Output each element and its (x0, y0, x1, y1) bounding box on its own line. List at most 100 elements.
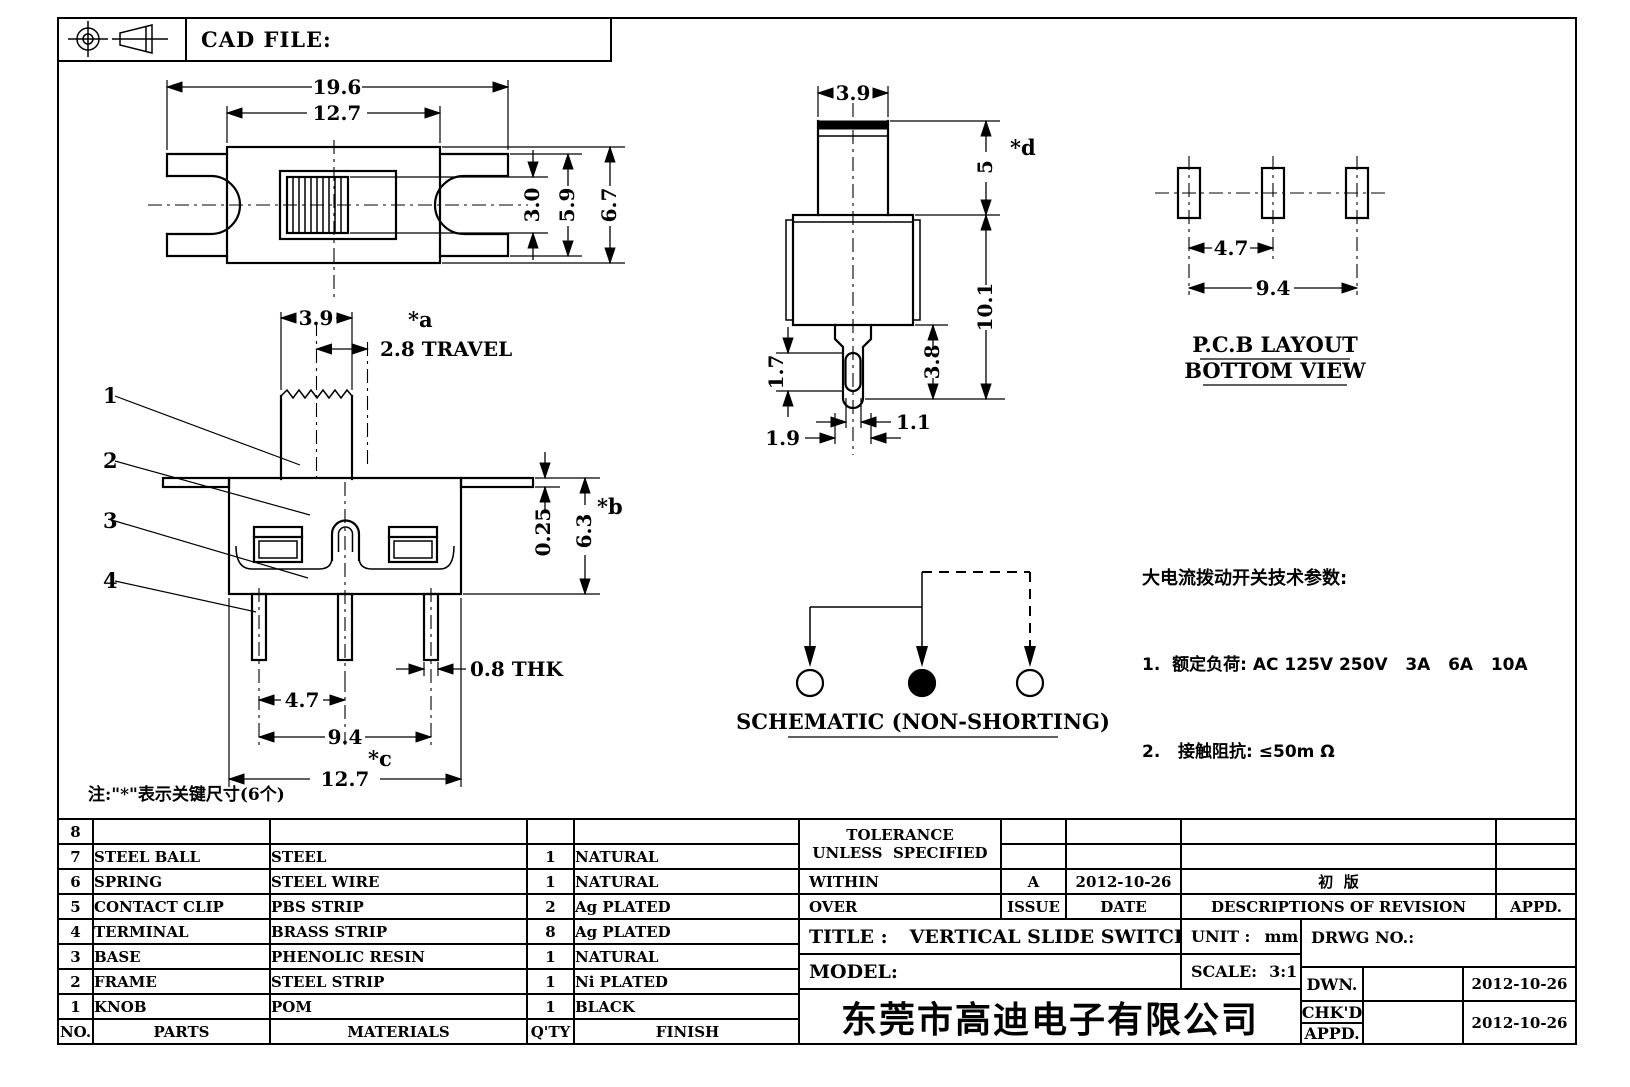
scale-cell: SCALE: 3:1 (1180, 953, 1302, 990)
dim-side-hole-height: 1.7 (764, 355, 788, 390)
table-row: 7 STEEL BALL STEEL 1 NATURAL (57, 843, 802, 870)
spec-item-2: 2. 接触阻抗: ≤50m Ω (1142, 742, 1335, 762)
schematic-title: SCHEMATIC (NON-SHORTING) (736, 709, 1110, 734)
revision-issue-empty-2 (1000, 843, 1067, 870)
third-angle-projection-icon (68, 21, 168, 57)
schematic-view: SCHEMATIC (NON-SHORTING) (736, 571, 1110, 738)
dim-top-total-width: 19.6 (313, 75, 362, 99)
dim-top-inner-width: 12.7 (313, 101, 362, 125)
revision-appd-empty-1 (1495, 818, 1577, 845)
chkd-date-cell: 2012-10-26 (1462, 1000, 1577, 1045)
table-header-row: NO. PARTS MATERIALS Q'TY FINISH (57, 1018, 802, 1045)
dwn-name-cell (1362, 966, 1464, 1002)
revision-description-value: 初 版 (1180, 868, 1497, 895)
dim-side-terminal-height: 3.8 (920, 345, 944, 380)
parts-table: 8 7 STEEL BALL STEEL 1 NATURAL 6 SPRING … (57, 818, 802, 1045)
cad-file-box: CAD FILE: (185, 17, 612, 62)
part-finish: NATURAL (573, 943, 802, 970)
key-dimension-note: 注:"*"表示关键尺寸(6个) (88, 785, 285, 805)
part-material: BRASS STRIP (269, 918, 528, 945)
dim-top-body-height: 6.7 (597, 188, 621, 223)
scale-label: SCALE: (1191, 962, 1258, 981)
key-dim-b: *b (597, 494, 623, 519)
front-view: 3.9 2.8 TRAVEL *a (103, 306, 623, 791)
part-finish: BLACK (573, 993, 802, 1020)
part-finish: Ag PLATED (573, 918, 802, 945)
dim-top-knob-height: 3.0 (520, 188, 544, 223)
part-material: STEEL STRIP (269, 968, 528, 995)
model-label: MODEL: (809, 960, 898, 983)
date-header: DATE (1065, 893, 1182, 920)
part-material (269, 818, 528, 845)
revision-desc-empty-2 (1180, 843, 1497, 870)
part-no: 3 (57, 943, 94, 970)
part-callout-1: 1 (103, 383, 118, 408)
revision-date-empty-2 (1065, 843, 1182, 870)
dwn-date-cell: 2012-10-26 (1462, 966, 1577, 1002)
chkd-cell: CHK'D (1300, 1000, 1364, 1024)
dwn-cell: DWN. (1300, 966, 1364, 1002)
dim-front-terminal-thk: 0.8 THK (470, 657, 564, 681)
dim-side-total-height: 10.1 (973, 283, 997, 332)
revision-date-value: 2012-10-26 (1065, 868, 1182, 895)
key-dim-a: *a (408, 307, 433, 332)
dim-front-flange: 0.25 (531, 508, 555, 557)
dim-pcb-pitch: 4.7 (1214, 236, 1249, 260)
dim-side-knob-height: 5 (973, 160, 997, 174)
table-row: 2 FRAME STEEL STRIP 1 Ni PLATED (57, 968, 802, 995)
part-callout-3: 3 (103, 508, 118, 533)
revision-issue-value: A (1000, 868, 1067, 895)
dim-front-travel: 2.8 TRAVEL (380, 337, 512, 361)
table-row: 5 CONTACT CLIP PBS STRIP 2 Ag PLATED (57, 893, 802, 920)
appd-column-header: APPD. (1495, 893, 1577, 920)
dim-front-span: 9.4 (328, 725, 363, 749)
part-finish (573, 818, 802, 845)
dim-side-terminal-width: 1.9 (765, 426, 800, 450)
model-cell: MODEL: (798, 953, 1182, 990)
dim-front-pitch: 4.7 (285, 688, 320, 712)
title-label: TITLE : (809, 925, 888, 948)
part-material: STEEL WIRE (269, 868, 528, 895)
part-finish: Ag PLATED (573, 893, 802, 920)
pcb-layout-view: 4.7 9.4 P.C.B LAYOUT BOTTOM VIEW (1155, 156, 1390, 386)
unit-cell: UNIT : mm (1180, 918, 1302, 955)
revision-issue-empty-1 (1000, 818, 1067, 845)
part-material: PBS STRIP (269, 893, 528, 920)
part-name: BASE (92, 943, 271, 970)
part-name: TERMINAL (92, 918, 271, 945)
col-header-finish: FINISH (573, 1018, 802, 1045)
part-finish: NATURAL (573, 868, 802, 895)
part-no: 7 (57, 843, 94, 870)
col-header-materials: MATERIALS (269, 1018, 528, 1045)
part-name: CONTACT CLIP (92, 893, 271, 920)
spec-title: 大电流拨动开关技术参数: (1142, 568, 1348, 589)
col-header-parts: PARTS (92, 1018, 271, 1045)
dim-top-ear-height: 5.9 (555, 188, 579, 223)
part-qty: 8 (526, 918, 575, 945)
part-callout-2: 2 (103, 448, 118, 473)
revision-date-empty-1 (1065, 818, 1182, 845)
part-material: PHENOLIC RESIN (269, 943, 528, 970)
part-callout-4: 4 (103, 568, 118, 593)
part-material: POM (269, 993, 528, 1020)
part-name: FRAME (92, 968, 271, 995)
part-name: KNOB (92, 993, 271, 1020)
revision-desc-empty-1 (1180, 818, 1497, 845)
table-row: 1 KNOB POM 1 BLACK (57, 993, 802, 1020)
pcb-bottom-view-title: BOTTOM VIEW (1184, 358, 1366, 383)
drwg-no-label: DRWG NO.: (1311, 928, 1415, 947)
part-qty: 1 (526, 968, 575, 995)
table-row: 4 TERMINAL BRASS STRIP 8 Ag PLATED (57, 918, 802, 945)
top-view: 19.6 12.7 3.0 5.9 6.7 (148, 75, 625, 300)
tolerance-cell: TOLERANCE UNLESS SPECIFIED (798, 818, 1002, 870)
scale-value: 3:1 (1269, 962, 1298, 981)
side-view: 3.9 5 *d 10.1 3.8 1.7 (764, 81, 1036, 455)
part-no: 6 (57, 868, 94, 895)
pcb-layout-title: P.C.B LAYOUT (1192, 332, 1358, 357)
over-cell: OVER (798, 893, 1002, 920)
part-no: 5 (57, 893, 94, 920)
part-no: 2 (57, 968, 94, 995)
part-finish: NATURAL (573, 843, 802, 870)
